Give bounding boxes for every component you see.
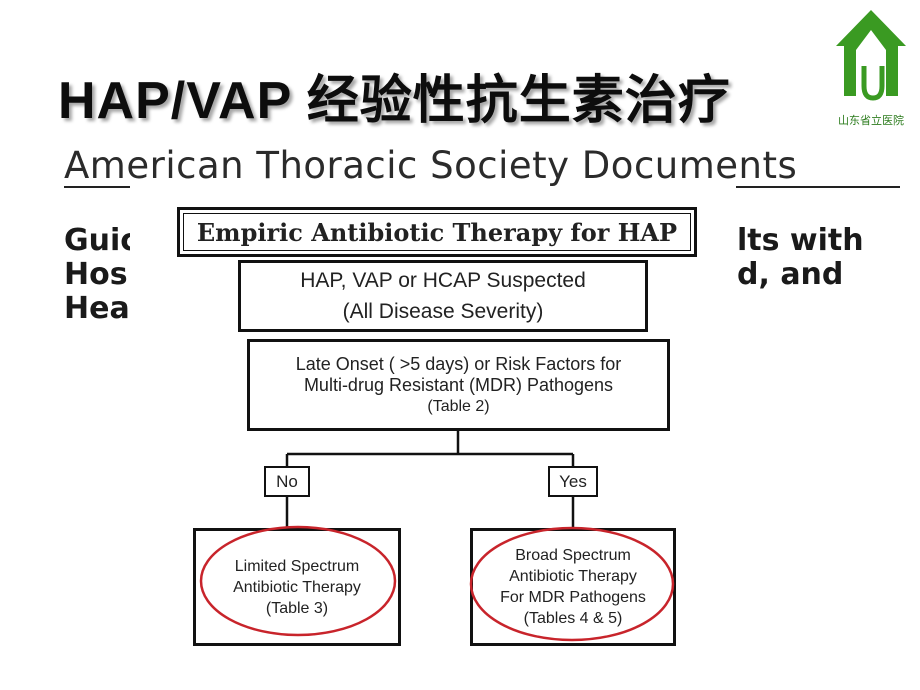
- outcome-left-line-3: (Table 3): [265, 599, 329, 617]
- hospital-logo: 山东省立医院: [826, 4, 916, 130]
- branch-no-label: No: [264, 466, 310, 497]
- flowchart-start-box: HAP, VAP or HCAP Suspected (All Disease …: [238, 260, 648, 332]
- start-line-2: (All Disease Severity): [342, 300, 544, 323]
- hospital-house-icon: [836, 10, 906, 102]
- decision-line-2: Multi-drug Resistant (MDR) Pathogens: [303, 374, 614, 395]
- decision-line-1: Late Onset ( >5 days) or Risk Factors fo…: [295, 353, 622, 374]
- journal-header: American Thoracic Society Documents: [64, 144, 798, 187]
- flowchart-decision-box: Late Onset ( >5 days) or Risk Factors fo…: [247, 339, 670, 431]
- branch-yes-label: Yes: [548, 466, 598, 497]
- logo-caption: 山东省立医院: [838, 114, 904, 127]
- outcome-right-line-4: (Tables 4 & 5): [523, 610, 623, 627]
- slide-title: HAP/VAP 经验性抗生素治疗: [58, 72, 731, 130]
- outcome-right-line-1: Broad Spectrum: [515, 547, 631, 564]
- flowchart-title-text: Empiric Antibiotic Therapy for HAP: [196, 217, 678, 247]
- outcome-broad-spectrum-box: Broad Spectrum Antibiotic Therapy For MD…: [470, 528, 676, 646]
- outcome-right-line-3: For MDR Pathogens: [500, 589, 646, 606]
- outcome-limited-spectrum-box: Limited Spectrum Antibiotic Therapy (Tab…: [193, 528, 401, 646]
- outcome-left-line-2: Antibiotic Therapy: [233, 578, 361, 596]
- decision-line-3: (Table 2): [427, 397, 490, 415]
- outcome-left-line-1: Limited Spectrum: [234, 557, 360, 575]
- start-line-1: HAP, VAP or HCAP Suspected: [300, 269, 586, 292]
- outcome-right-line-2: Antibiotic Therapy: [509, 568, 637, 585]
- article-title-fragment-right: lts with d, and: [737, 224, 864, 292]
- flowchart-title: Empiric Antibiotic Therapy for HAP: [177, 207, 697, 257]
